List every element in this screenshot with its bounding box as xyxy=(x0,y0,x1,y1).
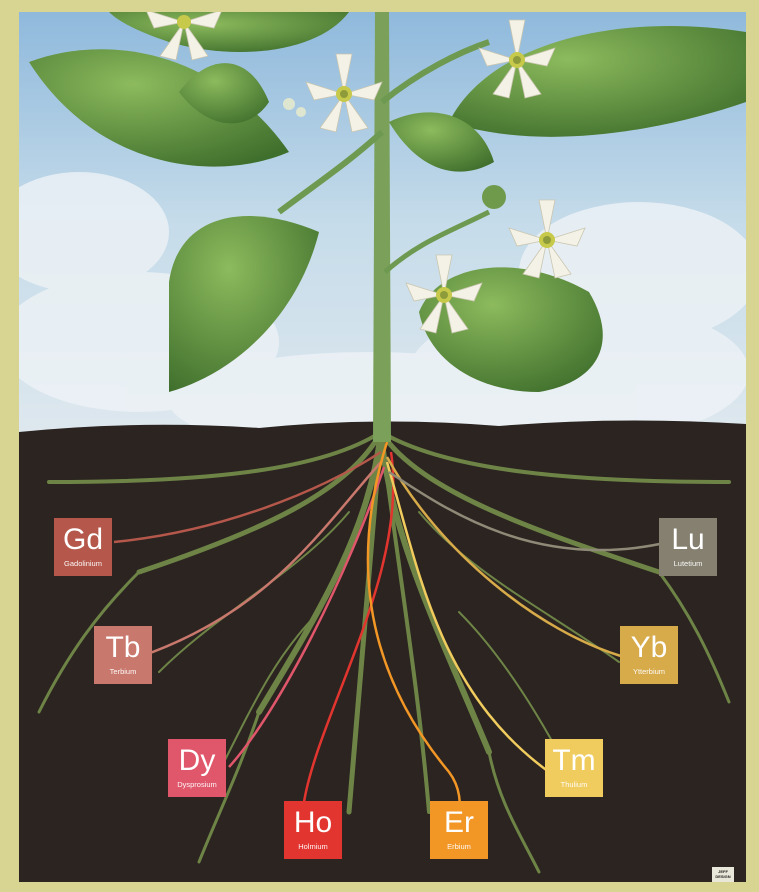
element-tile-lu: Lu Lutetium xyxy=(659,518,717,576)
element-symbol: Dy xyxy=(168,746,226,776)
element-symbol: Lu xyxy=(659,525,717,555)
element-symbol: Er xyxy=(430,808,488,838)
element-tile-ho: Ho Holmium xyxy=(284,801,342,859)
element-name: Dysprosium xyxy=(168,780,226,789)
element-name: Ytterbium xyxy=(620,667,678,676)
element-symbol: Gd xyxy=(54,525,112,555)
element-symbol: Ho xyxy=(284,808,342,838)
element-symbol: Tb xyxy=(94,633,152,663)
element-tile-tb: Tb Terbium xyxy=(94,626,152,684)
element-name: Terbium xyxy=(94,667,152,676)
plant-illustration xyxy=(19,12,746,882)
element-symbol: Tm xyxy=(545,746,603,776)
element-name: Lutetium xyxy=(659,559,717,568)
element-tile-gd: Gd Gadolinium xyxy=(54,518,112,576)
poster-artwork: Gd Gadolinium Tb Terbium Dy Dysprosium H… xyxy=(19,12,746,882)
element-tile-dy: Dy Dysprosium xyxy=(168,739,226,797)
element-name: Gadolinium xyxy=(54,559,112,568)
element-name: Holmium xyxy=(284,842,342,851)
element-tile-tm: Tm Thulium xyxy=(545,739,603,797)
element-tile-yb: Yb Ytterbium xyxy=(620,626,678,684)
stem xyxy=(373,12,391,442)
element-symbol: Yb xyxy=(620,633,678,663)
element-name: Thulium xyxy=(545,780,603,789)
element-name: Erbium xyxy=(430,842,488,851)
element-tile-er: Er Erbium xyxy=(430,801,488,859)
artist-logo: JEFF DESIGN xyxy=(712,867,734,882)
